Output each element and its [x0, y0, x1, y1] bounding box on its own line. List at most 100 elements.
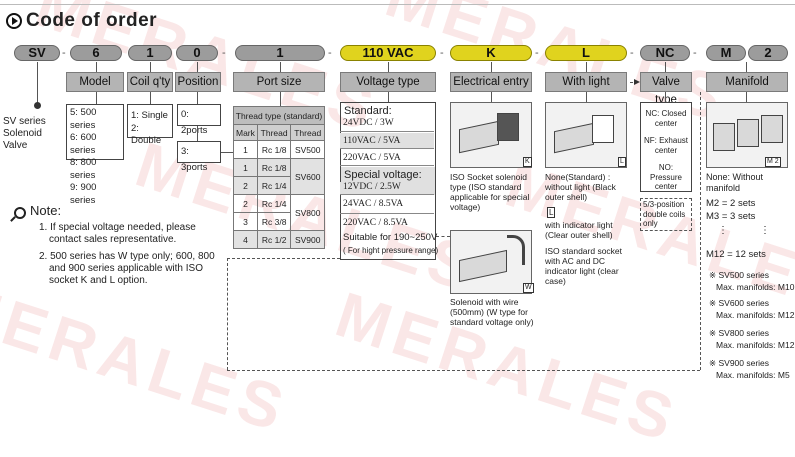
thread-table: Thread type (standard) Mark Thread Threa… — [233, 106, 325, 249]
dashed-link — [227, 370, 700, 371]
top-rule — [0, 4, 795, 5]
solenoid-icon — [554, 122, 594, 154]
header-position: Position — [175, 72, 221, 92]
connector-line — [586, 92, 587, 102]
header-voltage-type: Voltage type — [340, 72, 436, 92]
code-segment-light: L — [545, 45, 627, 61]
valve-option-no: NO: Pressure center — [649, 163, 682, 191]
header-with-light: With light — [545, 72, 627, 92]
play-circle-icon — [6, 13, 22, 29]
thread-size: Rc 1/4 — [256, 194, 292, 213]
dashed-link — [436, 236, 450, 237]
valve-options: NC: Closed center NF: Exhaust center NO:… — [640, 102, 692, 192]
voltage-standard-value: 220VAC / 5VA — [340, 150, 434, 166]
connector-line — [586, 62, 587, 72]
connector-line — [746, 62, 747, 72]
thread-size: Rc 1/8 — [256, 158, 292, 177]
connector-line — [746, 92, 747, 104]
code-segment-entry: K — [450, 45, 532, 61]
thread-series: SV600 — [290, 158, 325, 195]
connector-line — [96, 92, 97, 104]
entry-w-mark: W — [523, 283, 534, 293]
thread-size: Rc 3/8 — [256, 212, 292, 231]
model-option: 8: 800 series — [70, 157, 97, 181]
manifold-m2: M2 = 2 sets — [706, 198, 756, 209]
manifold-limit-series: ※ SV500 series — [709, 270, 770, 280]
light-with-text: with indicator light (Clear outer shell) — [545, 220, 613, 240]
thread-series: SV800 — [290, 194, 325, 231]
wire-icon — [507, 235, 525, 265]
manifold-limit-max: Max. manifolds: M12 — [716, 310, 795, 320]
thread-table-header: Thread — [290, 124, 325, 141]
socket-icon — [497, 113, 519, 141]
manifold-limit-series: ※ SV600 series — [709, 298, 770, 308]
thread-table-caption: Thread type (standard) — [233, 106, 325, 125]
light-none-text: None(Standard) : without light (Black ou… — [545, 172, 616, 202]
valve-note: 5/3-position double coils only — [640, 198, 692, 231]
connector-line — [280, 92, 281, 106]
code-separator: - — [62, 47, 66, 59]
manifold-image: M 2 — [706, 102, 788, 168]
code-separator: - — [222, 47, 226, 59]
code-segment-port: 1 — [235, 45, 325, 61]
connector-line — [197, 126, 198, 141]
voltage-special-label: Special voltage: — [344, 169, 422, 181]
valve-option-nf: NF: Exhaust center — [643, 136, 688, 155]
light-image: L — [545, 102, 627, 168]
iso-socket-image: K — [450, 102, 532, 168]
coil-option: 2: Double — [131, 122, 162, 147]
manifold-icon — [737, 119, 759, 147]
code-segment-model: 6 — [70, 45, 122, 61]
wire-solenoid-image: W — [450, 230, 534, 294]
thread-mark: 2 — [233, 176, 258, 195]
header-port-size: Port size — [233, 72, 325, 92]
header-manifold: Manifold — [706, 72, 788, 92]
dashed-link — [700, 92, 701, 370]
thread-mark: 3 — [233, 212, 258, 231]
code-separator: - — [328, 47, 332, 59]
thread-mark: 1 — [233, 158, 258, 177]
manifold-dots: ⋮ — [718, 225, 728, 236]
header-model: Model — [66, 72, 124, 92]
note-item: 1. If special voltage needed, please con… — [39, 222, 196, 245]
light-l-mark: L — [618, 157, 626, 167]
header-coil: Coil q'ty — [127, 72, 173, 92]
code-separator: - — [440, 47, 444, 59]
voltage-suitable-note: ( For hight pressure range) — [343, 246, 439, 255]
manifold-mark: M 2 — [765, 157, 781, 167]
connector-line — [665, 62, 666, 72]
voltage-panel — [340, 102, 436, 260]
connector-line — [388, 92, 389, 102]
search-icon-handle — [10, 216, 16, 222]
valve-option-nc: NC: Closed center — [645, 109, 687, 128]
code-segment-coil: 1 — [128, 45, 172, 61]
position-option-2ports: 0: 2ports — [177, 104, 221, 136]
connector-line — [665, 92, 666, 102]
manifold-icon — [713, 123, 735, 151]
socket-icon — [592, 115, 614, 143]
code-separator: - — [693, 47, 697, 59]
connector-line — [197, 92, 198, 104]
manifold-limit-series: ※ SV900 series — [709, 358, 770, 368]
coil-options: 1: Single 2: Double — [127, 104, 173, 146]
manifold-limit-series: ※ SV800 series — [709, 328, 770, 338]
connector-line — [150, 62, 151, 72]
voltage-standard-value: 110VAC / 5VA — [340, 133, 434, 149]
entry-k-text: ISO Socket solenoid type (ISO standard a… — [450, 172, 530, 212]
voltage-special-value: 220VAC / 8.5VA — [343, 218, 408, 228]
voltage-standard-value: 24VDC / 3W — [340, 118, 434, 132]
thread-size: Rc 1/4 — [256, 176, 292, 195]
thread-mark: 1 — [233, 140, 258, 159]
connector-line — [388, 62, 389, 72]
thread-series: SV500 — [290, 140, 325, 159]
header-valve-type: Valve type — [640, 72, 692, 106]
search-icon — [14, 207, 26, 219]
note-item: 2. 500 series has W type only; 600, 800 … — [39, 251, 215, 286]
header-electrical-entry: Electrical entry — [450, 72, 532, 92]
voltage-suitable: Suitable for 190~250V — [343, 232, 438, 243]
note-list: 1. If special voltage needed, please con… — [39, 222, 219, 292]
thread-series: SV900 — [290, 230, 325, 249]
thread-size: Rc 1/2 — [256, 230, 292, 249]
model-option: 5: 500 series — [70, 107, 97, 131]
solenoid-icon — [459, 249, 507, 283]
